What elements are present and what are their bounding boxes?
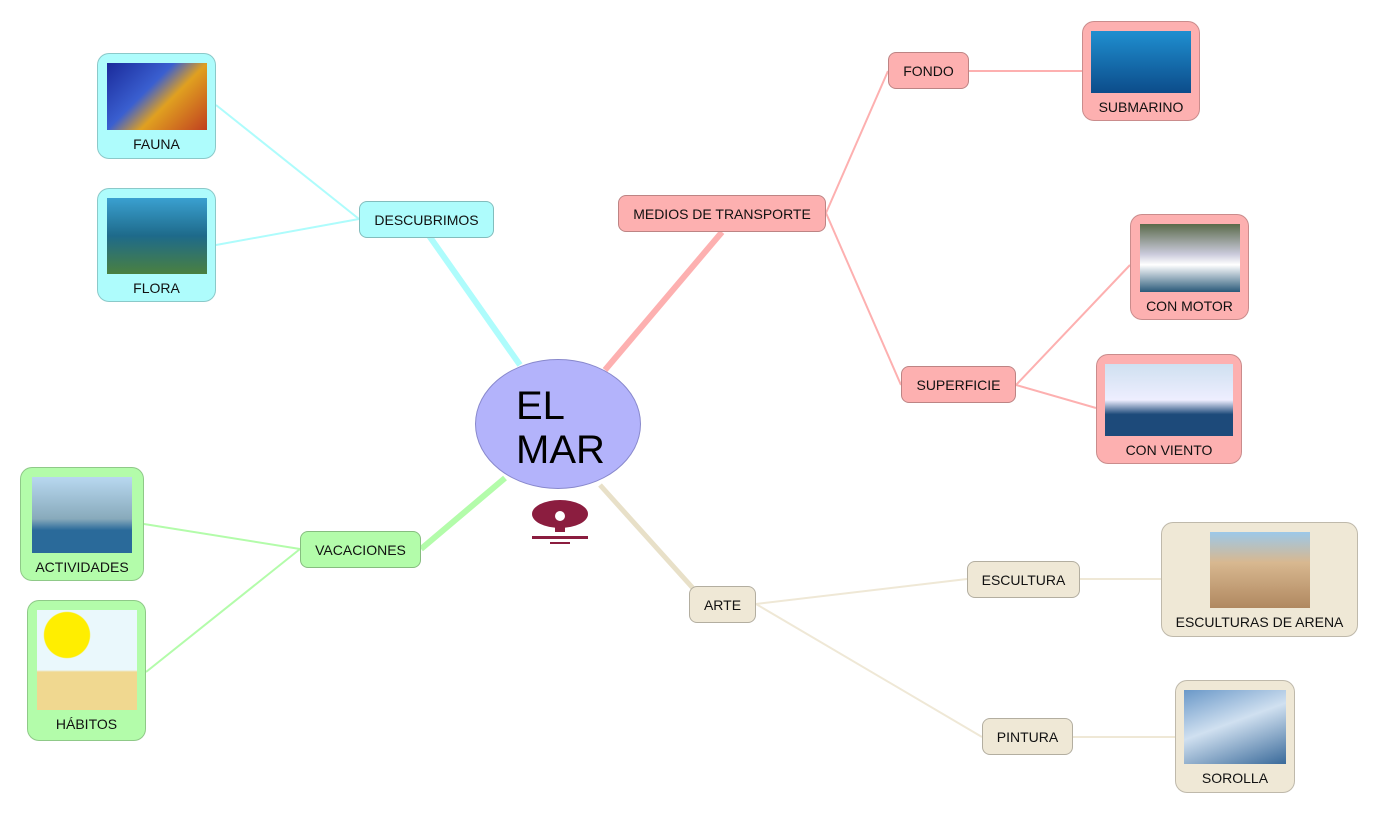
con-viento-image <box>1105 364 1233 436</box>
node-superficie[interactable]: SUPERFICIE <box>901 366 1016 403</box>
node-medios-de-transporte[interactable]: MEDIOS DE TRANSPORTE <box>618 195 826 232</box>
habitos-image <box>36 610 137 710</box>
node-label: SOROLLA <box>1201 770 1269 786</box>
node-label: FAUNA <box>133 136 180 152</box>
school-logo <box>532 500 588 544</box>
card-flora[interactable]: FLORA <box>97 188 216 302</box>
fauna-image <box>106 63 207 130</box>
node-fondo[interactable]: FONDO <box>888 52 969 89</box>
actividades-image <box>32 477 132 553</box>
card-con-motor[interactable]: CON MOTOR <box>1130 214 1249 320</box>
node-label: DESCUBRIMOS <box>374 211 479 228</box>
node-label: ESCULTURA <box>981 571 1066 588</box>
node-label: SUPERFICIE <box>916 376 1001 393</box>
card-submarino[interactable]: SUBMARINO <box>1082 21 1200 121</box>
card-esculturas-de-arena[interactable]: ESCULTURAS DE ARENA <box>1161 522 1358 637</box>
flora-image <box>106 198 207 274</box>
node-label: VACACIONES <box>315 541 406 558</box>
node-pintura[interactable]: PINTURA <box>982 718 1073 755</box>
node-label: HÁBITOS <box>55 716 118 732</box>
node-vacaciones[interactable]: VACACIONES <box>300 531 421 568</box>
node-label: MEDIOS DE TRANSPORTE <box>633 205 811 222</box>
submarino-image <box>1091 31 1191 93</box>
central-topic-label: EL MAR <box>516 384 605 472</box>
sorolla-image <box>1184 690 1286 764</box>
card-sorolla[interactable]: SOROLLA <box>1175 680 1295 793</box>
node-label: SUBMARINO <box>1098 99 1184 115</box>
central-topic[interactable]: EL MAR <box>475 359 641 489</box>
card-habitos[interactable]: HÁBITOS <box>27 600 146 741</box>
node-escultura[interactable]: ESCULTURA <box>967 561 1080 598</box>
node-arte[interactable]: ARTE <box>689 586 756 623</box>
node-label: CON VIENTO <box>1125 442 1213 458</box>
node-label: FLORA <box>133 280 180 296</box>
node-label: FONDO <box>903 62 954 79</box>
node-label: ACTIVIDADES <box>35 559 129 575</box>
node-label: ESCULTURAS DE ARENA <box>1175 614 1344 630</box>
node-label: PINTURA <box>996 728 1059 745</box>
card-actividades[interactable]: ACTIVIDADES <box>20 467 144 581</box>
card-con-viento[interactable]: CON VIENTO <box>1096 354 1242 464</box>
node-label: CON MOTOR <box>1146 298 1233 314</box>
card-fauna[interactable]: FAUNA <box>97 53 216 159</box>
esculturas-de-arena-image <box>1209 532 1310 608</box>
node-descubrimos[interactable]: DESCUBRIMOS <box>359 201 494 238</box>
con-motor-image <box>1139 224 1240 292</box>
node-label: ARTE <box>703 596 742 613</box>
